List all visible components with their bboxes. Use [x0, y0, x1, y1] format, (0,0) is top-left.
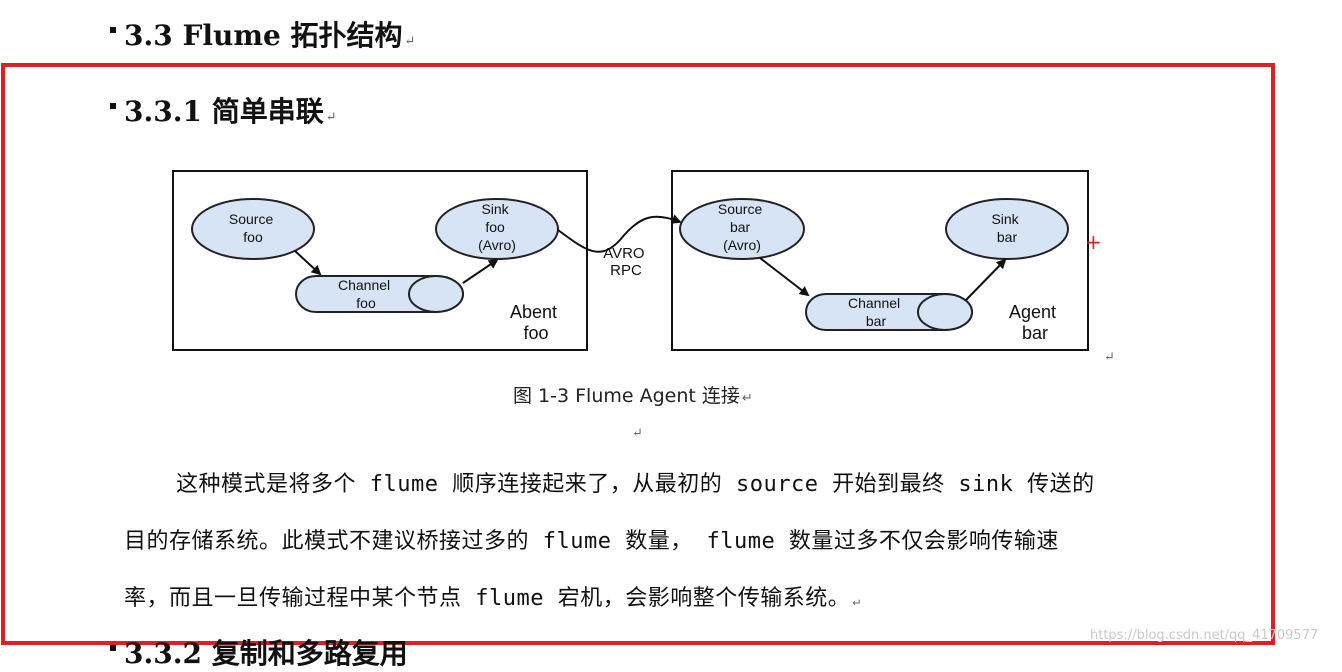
- channel-foo-label: Channel: [338, 277, 390, 293]
- paragraph-mark-icon: ↵: [852, 594, 861, 609]
- source-bar-node: [679, 198, 805, 260]
- source-foo-label: foo: [243, 229, 263, 245]
- subsection-heading-text: 3.3.2 复制和多路复用: [124, 637, 408, 670]
- agent-bar-label: bar: [1022, 323, 1048, 343]
- paragraph-mark-icon: ↵: [632, 426, 643, 441]
- arrow-source-to-channel-foo: [294, 250, 322, 276]
- svg-text:Sink foo (Avro): Sink foo (Avro): [478, 201, 516, 253]
- agent-foo-box: [172, 170, 588, 351]
- svg-text:Channel foo: Channel foo: [338, 277, 394, 311]
- paragraph-line: 率，而且一旦传输过程中某个节点 flume 宕机，会影响整个传输系统。↵: [124, 580, 861, 612]
- sink-bar-label: bar: [997, 229, 1018, 245]
- channel-bar-node: [805, 293, 973, 331]
- svg-text:Channel bar: Channel bar: [848, 295, 904, 329]
- paragraph-line-text: 率，而且一旦传输过程中某个节点 flume 宕机，会影响整个传输系统。: [124, 586, 851, 611]
- watermark: https://blog.csdn.net/qq_41709577: [1090, 628, 1319, 643]
- agent-foo-label: Abent: [510, 302, 557, 322]
- source-bar-label: (Avro): [723, 237, 761, 253]
- source-bar-label: bar: [730, 219, 751, 235]
- arrow-channel-to-sink-bar: [965, 258, 1007, 301]
- sink-foo-label: Sink: [481, 201, 509, 217]
- svg-text:Source foo: Source foo: [229, 211, 277, 245]
- svg-text:AVRO RPC: AVRO RPC: [603, 245, 649, 279]
- agent-bar-box: [671, 170, 1089, 351]
- avro-rpc-label: RPC: [610, 262, 642, 279]
- figure-caption: 图 1-3 Flume Agent 连接↵: [513, 381, 753, 408]
- agent-bar-label: Agent: [1009, 302, 1056, 322]
- bullet-icon: [110, 102, 116, 109]
- sink-bar-node: [945, 198, 1069, 260]
- channel-foo-label: foo: [356, 295, 376, 311]
- section-heading-3-3-2: 3.3.2 复制和多路复用: [110, 632, 408, 672]
- sink-bar-label: Sink: [991, 211, 1019, 227]
- bullet-icon: [110, 26, 116, 33]
- channel-bar-label: bar: [866, 313, 887, 329]
- source-bar-label: Source: [718, 201, 763, 217]
- section-heading-3-3: 3.3 Flume 拓扑结构↵: [110, 14, 415, 54]
- sink-foo-label: foo: [485, 219, 505, 235]
- svg-text:Agent bar: Agent bar: [1009, 302, 1061, 343]
- bullet-icon: [110, 644, 116, 651]
- sink-foo-label: (Avro): [478, 237, 516, 253]
- channel-bar-label: Channel: [848, 295, 900, 311]
- section-heading-text: 3.3 Flume 拓扑结构: [124, 19, 403, 52]
- paragraph-mark-icon: ↵: [741, 391, 753, 406]
- section-heading-3-3-1: 3.3.1 简单串联↵: [110, 90, 337, 130]
- svg-text:Source bar (Avro): Source bar (Avro): [718, 201, 766, 253]
- arrow-channel-to-sink-foo: [462, 258, 499, 284]
- paragraph-mark-icon: ↵: [325, 110, 337, 125]
- channel-foo-node: [295, 275, 464, 313]
- subsection-heading-text: 3.3.1 简单串联: [124, 95, 324, 128]
- figure-caption-text: 图 1-3 Flume Agent 连接: [513, 385, 740, 407]
- agent-foo-label: foo: [523, 323, 548, 343]
- source-foo-label: Source: [229, 211, 274, 227]
- arrow-source-to-channel-bar: [759, 257, 810, 297]
- paragraph-line: 目的存储系统。此模式不建议桥接过多的 flume 数量， flume 数量过多不…: [124, 529, 1059, 554]
- highlight-frame: [1, 63, 1275, 645]
- svg-text:Sink bar: Sink bar: [991, 211, 1022, 245]
- avro-rpc-connector: [557, 214, 682, 253]
- svg-text:Abent foo: Abent foo: [510, 302, 562, 343]
- paragraph-line: 这种模式是将多个 flume 顺序连接起来了，从最初的 source 开始到最终…: [176, 472, 1095, 497]
- paragraph-mark-icon: ↵: [1104, 350, 1115, 365]
- flume-agent-diagram: Source foo Channel foo Sink foo (Avro) A…: [172, 170, 1089, 351]
- avro-rpc-label: AVRO: [603, 245, 644, 262]
- paragraph-mark-icon: ↵: [404, 34, 416, 49]
- crosshair-cursor-icon: +: [1085, 230, 1102, 254]
- source-foo-node: [191, 198, 315, 260]
